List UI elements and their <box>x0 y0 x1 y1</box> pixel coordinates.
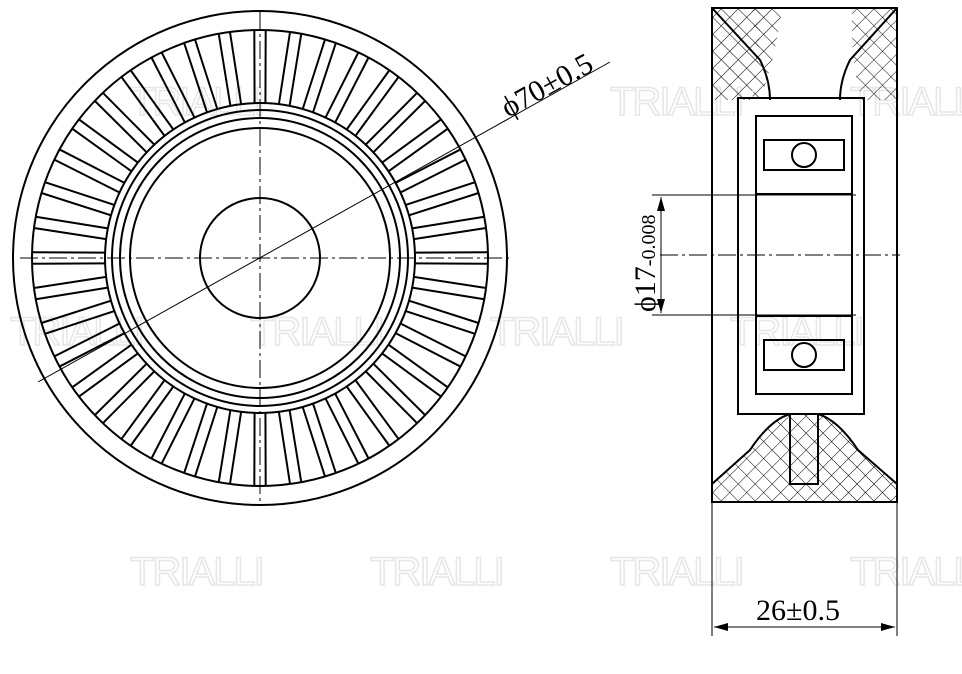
bearing-lower <box>755 315 853 395</box>
spoke-line <box>120 76 166 137</box>
spoke-line <box>160 398 196 465</box>
outer-diameter-label: ϕ70±0.5 <box>495 47 598 124</box>
spoke-line <box>33 226 107 241</box>
spoke-line <box>372 362 426 416</box>
spoke-line <box>334 393 370 459</box>
spoke-line <box>217 409 232 483</box>
spoke-line <box>59 148 125 184</box>
spoke-line <box>44 310 115 335</box>
width-label: 26±0.5 <box>756 594 840 627</box>
spoke-line <box>312 403 337 474</box>
spoke-line <box>395 332 461 368</box>
spoke-line <box>277 31 292 105</box>
watermark-logo: TRIALLI <box>610 550 743 594</box>
spoke-line <box>408 299 479 324</box>
spoke-line <box>120 379 166 440</box>
spoke-line <box>44 181 115 206</box>
spoke-line <box>387 127 449 173</box>
ball-upper <box>791 142 817 168</box>
spoke-line <box>405 181 476 206</box>
spoke-line <box>102 92 156 146</box>
spoke-line <box>354 379 400 440</box>
spoke-line <box>33 275 107 290</box>
spoke-line <box>312 42 337 113</box>
spoke-line <box>345 385 391 447</box>
spoke-line <box>160 51 196 118</box>
spoke-line <box>129 385 175 447</box>
spoke-line <box>324 51 360 118</box>
spoke-line <box>183 403 208 474</box>
spoke-line <box>364 370 418 424</box>
spoke-line <box>228 31 243 105</box>
spoke-line <box>277 411 292 485</box>
spoke-line <box>217 33 232 107</box>
spoke-line <box>41 299 112 324</box>
spoke-line <box>94 362 148 416</box>
spoke-line <box>78 118 139 164</box>
watermark-logo: TRIALLI <box>490 310 623 354</box>
spoke-line <box>381 352 442 398</box>
spoke-line <box>408 192 479 217</box>
spoke-line <box>53 322 120 358</box>
spoke-line <box>411 286 485 301</box>
spoke-line <box>345 69 391 131</box>
spoke-line <box>288 33 303 107</box>
spoke-line <box>400 158 467 194</box>
spoke-line <box>413 226 487 241</box>
spoke-line <box>94 100 148 154</box>
spoke-line <box>400 322 467 358</box>
spoke-line <box>395 148 461 184</box>
watermark-logo: TRIALLI <box>850 550 962 594</box>
spoke-line <box>387 343 449 389</box>
spoke-line <box>228 411 243 485</box>
spoke-line <box>334 57 370 123</box>
spoke-line <box>301 39 326 110</box>
spoke-line <box>354 76 400 137</box>
spoke-line <box>150 57 186 123</box>
spoke-line <box>405 310 476 335</box>
spoke-line <box>288 409 303 483</box>
spoke-line <box>129 69 175 131</box>
watermark-logo: TRIALLI <box>370 550 503 594</box>
watermark-logo: TRIALLI <box>130 550 263 594</box>
spoke-line <box>41 192 112 217</box>
spoke-line <box>59 332 125 368</box>
diameter-leader <box>37 61 611 383</box>
spoke-line <box>71 127 133 173</box>
spoke-line <box>35 286 109 301</box>
side-view: ϕ17-0.008 26±0.5 <box>629 7 900 636</box>
spokes <box>32 30 488 486</box>
spoke-line <box>150 393 186 459</box>
spoke-line <box>35 215 109 230</box>
spoke-line <box>381 118 442 164</box>
spoke-line <box>53 158 120 194</box>
spoke-line <box>364 92 418 146</box>
spoke-line <box>411 215 485 230</box>
spoke-line <box>102 370 156 424</box>
spoke-line <box>194 39 219 110</box>
bearing-upper <box>755 115 853 195</box>
spoke-line <box>301 406 326 477</box>
spoke-line <box>324 398 360 465</box>
spoke-line <box>78 352 139 398</box>
front-view: ϕ70±0.5 <box>12 10 611 506</box>
ball-lower <box>791 342 817 368</box>
spoke-line <box>372 100 426 154</box>
spoke-line <box>413 275 487 290</box>
bore-diameter-label: ϕ17-0.008 <box>629 215 662 312</box>
spoke-line <box>71 343 133 389</box>
spoke-line <box>194 406 219 477</box>
spoke-line <box>183 42 208 113</box>
